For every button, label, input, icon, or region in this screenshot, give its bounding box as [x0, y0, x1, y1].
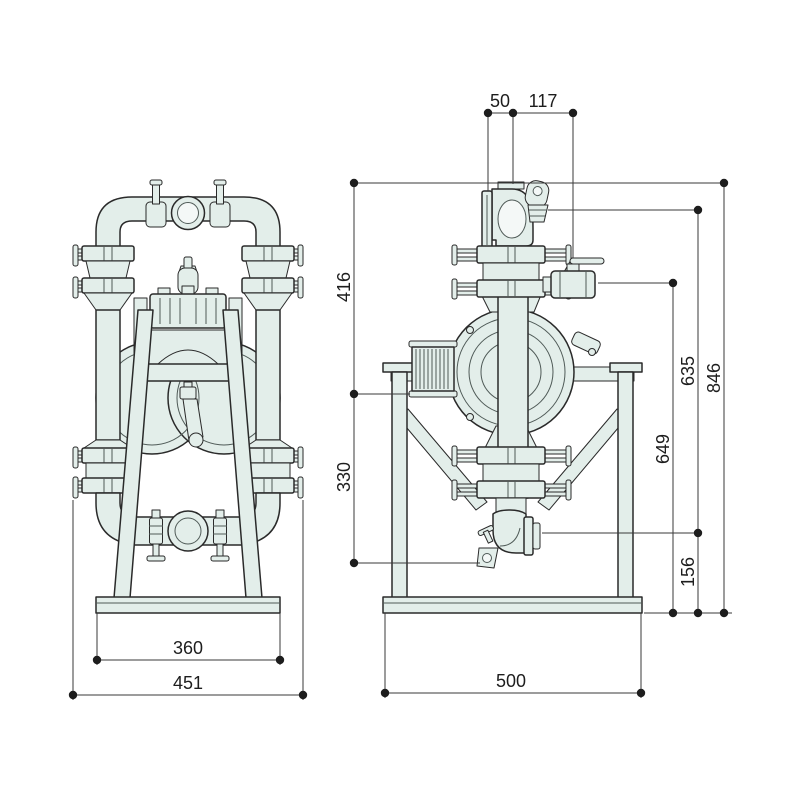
air-release-flapper [524, 180, 550, 223]
port-clamp-bolt-left [146, 509, 166, 562]
dimension-416-330: 416 330 [334, 178, 359, 568]
dim-label-50: 50 [490, 91, 510, 111]
base-side [382, 596, 643, 614]
spool [85, 462, 131, 479]
leg-flange-right [609, 362, 643, 373]
stand-leg-right [617, 371, 634, 599]
stand-front [95, 309, 281, 614]
band-clamp-lug [571, 331, 601, 355]
bottom-port [167, 510, 209, 552]
clamp [451, 244, 572, 266]
dim-label-416: 416 [334, 272, 354, 302]
spool [482, 463, 540, 482]
inlet-manifold [95, 179, 281, 253]
air-valve-block [149, 293, 227, 329]
dim-label-330: 330 [334, 462, 354, 492]
valve-handle [569, 257, 605, 265]
muffler-body [411, 346, 455, 392]
clamp [241, 276, 304, 299]
dim-label-117: 117 [529, 91, 558, 111]
dimension-500: 500 [380, 613, 646, 698]
clamp [72, 244, 135, 267]
manifold-stud-right [209, 179, 231, 228]
port-clamp-bolt-right [210, 509, 230, 562]
dimension-846: 846 [704, 178, 729, 618]
outlet-flange-cap [532, 522, 541, 550]
dim-label-635: 635 [678, 356, 698, 386]
leg-flange-left [382, 362, 416, 373]
extension-lines [354, 182, 732, 614]
base-plate-front [95, 596, 281, 614]
base-plate-side [382, 596, 643, 614]
pipe [95, 309, 121, 441]
reducer [243, 292, 293, 311]
dim-label-451: 451 [173, 673, 203, 693]
dimension-360: 360 [92, 613, 285, 665]
reducer [83, 292, 133, 311]
stand-leg-left [391, 371, 408, 599]
muffler [408, 340, 458, 398]
spool [245, 260, 291, 279]
dim-label-500: 500 [496, 671, 526, 691]
outlet-flange [523, 516, 534, 556]
drain-fitting [179, 381, 204, 448]
air-ball-valve [542, 257, 605, 299]
side-view: 50 117 416 330 649 635 156 [334, 91, 732, 698]
dim-label-846: 846 [704, 363, 724, 393]
spool [482, 262, 540, 281]
pipe [255, 309, 281, 441]
dimension-635-156: 635 156 [678, 205, 703, 618]
foot-clamp [476, 525, 499, 569]
dim-label-360: 360 [173, 638, 203, 658]
valve-body [550, 270, 596, 299]
housing-collar [138, 363, 238, 382]
clamp-stack-bottom [451, 445, 572, 501]
discharge-manifold [95, 492, 281, 562]
left-pipe-column [72, 244, 135, 499]
clamp [451, 445, 572, 467]
spool [245, 462, 291, 479]
manifold-stud-left [145, 179, 167, 228]
dimension-451: 451 [68, 500, 308, 700]
clamp [451, 479, 572, 501]
dimension-649: 649 [653, 278, 678, 618]
dim-label-649: 649 [653, 434, 673, 464]
dimension-top-50-117: 50 117 [483, 91, 578, 258]
suction-elbow-bottom [476, 497, 541, 569]
front-view: 360 451 [68, 179, 308, 700]
discharge-elbow-top [481, 180, 550, 249]
spool [85, 260, 131, 279]
dim-label-156: 156 [678, 557, 698, 587]
air-inlet-pin [183, 256, 193, 270]
elbow-body [492, 509, 527, 554]
